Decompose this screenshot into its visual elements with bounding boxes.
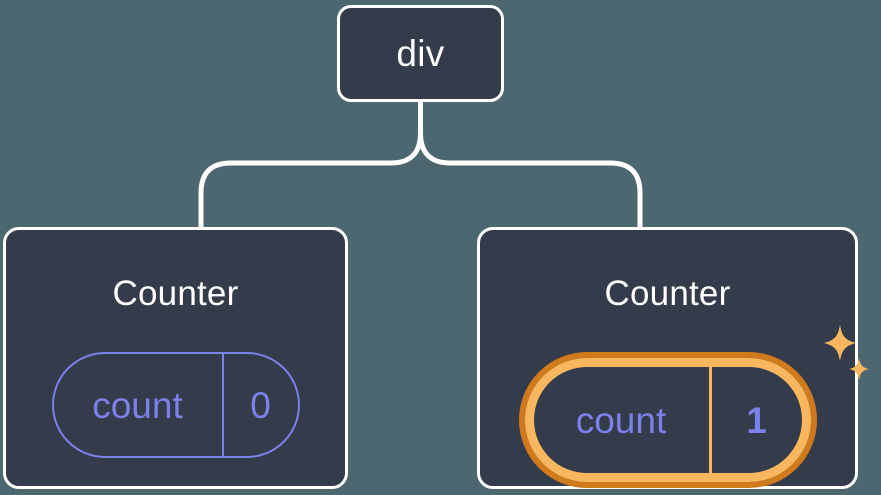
state-pill-wrapper-left: count 0 bbox=[51, 352, 300, 458]
state-pill-right-highlight-ring: count 1 bbox=[518, 352, 817, 488]
node-counter-right-label: Counter bbox=[604, 274, 731, 313]
node-counter-left-label: Counter bbox=[112, 274, 239, 313]
node-div-label: div bbox=[396, 33, 445, 74]
node-div[interactable]: div bbox=[337, 5, 504, 102]
node-counter-right[interactable]: Counter count 1 bbox=[477, 227, 869, 489]
sparkle-large-icon bbox=[823, 325, 856, 361]
state-pill-left[interactable]: count 0 bbox=[51, 352, 300, 458]
sparkle-small-icon bbox=[848, 358, 869, 380]
sparkle-group bbox=[823, 325, 869, 380]
state-pill-right[interactable]: count 1 bbox=[524, 358, 811, 482]
state-key-left: count bbox=[92, 384, 183, 426]
state-value-right: 1 bbox=[708, 367, 802, 473]
state-pill-wrapper-right: count 1 bbox=[518, 325, 869, 488]
state-value-left: 0 bbox=[221, 354, 298, 456]
state-key-right: count bbox=[575, 399, 667, 441]
node-counter-left[interactable]: Counter count 0 bbox=[3, 227, 348, 489]
